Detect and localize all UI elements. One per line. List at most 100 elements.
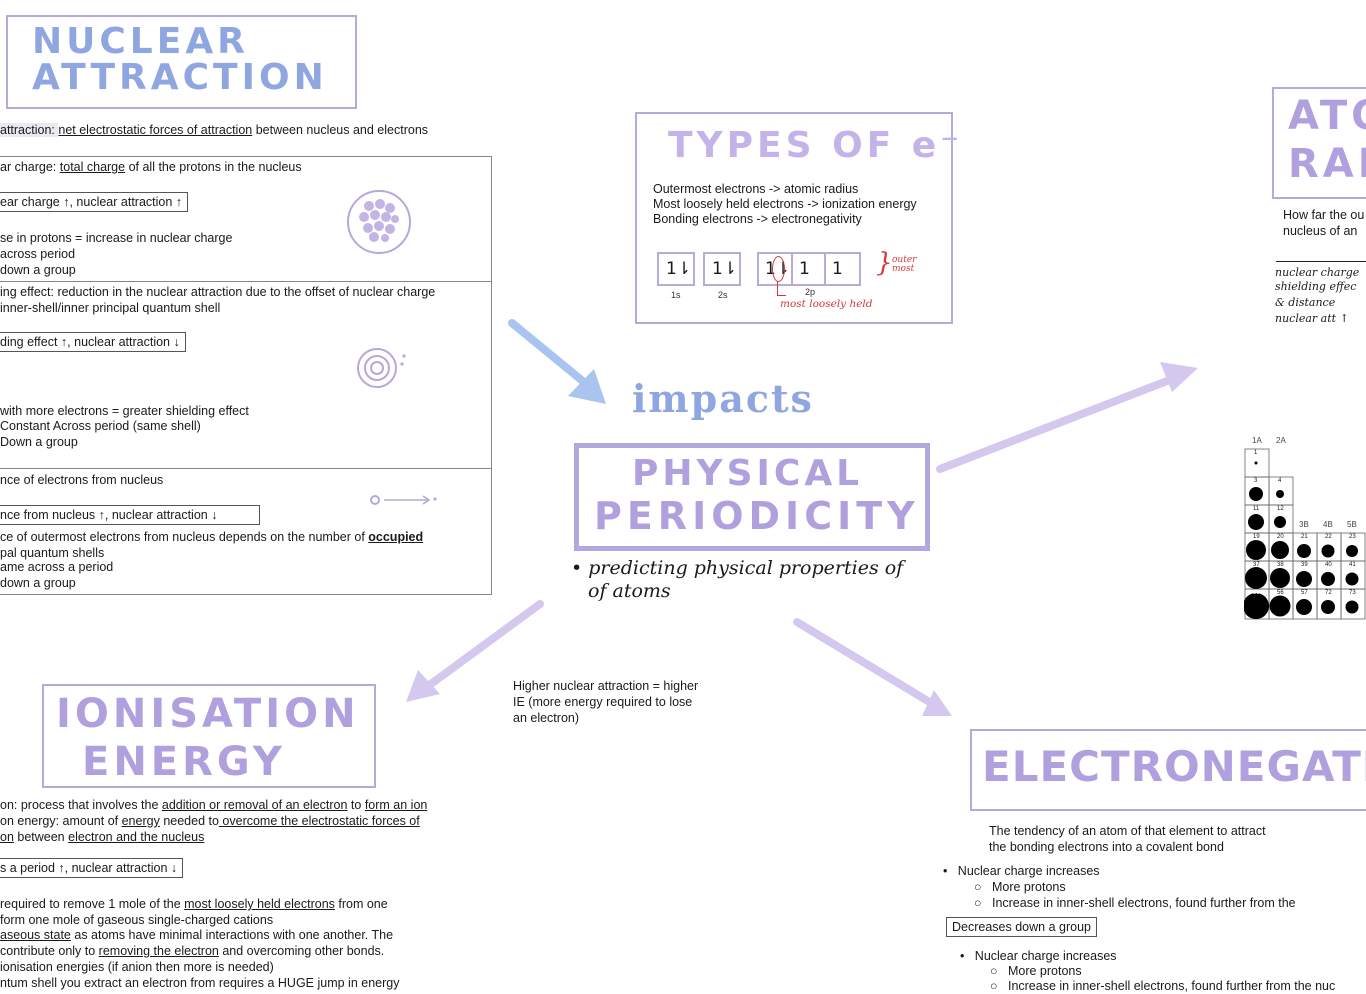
arrow-center-to-ionisation [406,600,544,702]
ionisation-title-line2: ENERGY [82,739,286,785]
radius-hand-arrow [1276,261,1366,262]
electroneg-def-line2: the bonding electrons into a covalent bo… [989,840,1224,854]
types-line3: Bonding electrons -> electronegativity [653,212,862,226]
ionisation-note-line3: an electron) [513,711,580,725]
radius-title-line1: ATO [1288,93,1366,139]
nuclear-title-line2: ATTRACTION [32,57,328,98]
types-line1: Outermost electrons -> atomic radius [653,182,859,196]
nucleus-sketch-icon [347,190,411,254]
cell-num-37: 37 [1253,562,1260,568]
ionisation-line4: required to remove 1 mole of the most lo… [0,897,388,911]
main-title-line1: PHYSICAL [632,453,864,494]
electroneg-bullet1b: ○ Increase in inner-shell electrons, fou… [974,896,1296,910]
electroneg-bullet2a: ○ More protons [990,964,1082,978]
cell-num-1: 1 [1254,450,1258,456]
shielding-line4: Constant Across period (same shell) [0,419,201,433]
distance-line2: ce of outermost electrons from nucleus d… [0,530,424,544]
cell-num-57: 57 [1301,590,1308,596]
electroneg-bullet1: • Nuclear charge increases [943,864,1100,878]
cell-num-19: 19 [1253,534,1260,540]
radius-hand-line4: nuclear att ↑ [1275,312,1349,325]
shells-sketch-icon [357,348,406,388]
outer-most-note: outer most [892,255,917,274]
nuclear-title-line1: NUCLEAR [32,21,249,62]
loosely-held-circle [772,256,785,282]
outer-most-brace: } [876,248,893,278]
radius-desc-line2: nucleus of an [1283,224,1358,238]
types-title: TYPES OF e⁻ [668,125,964,166]
radius-title-line2: RAD [1288,141,1366,187]
nuclear-definition: attraction: net electrostatic forces of … [0,123,429,137]
electroneg-bullet2: • Nuclear charge increases [960,949,1117,963]
distance-line4: ame across a period [0,560,114,574]
electroneg-bullet1a: ○ More protons [974,880,1066,894]
electroneg-def-line1: The tendency of an atom of that element … [989,824,1266,838]
nuclear-charge-line2: across period [0,247,76,261]
ionisation-title-line1: IONISATION [56,691,360,737]
ionisation-box: s a period ↑, nuclear attraction ↓ [0,858,184,878]
ionisation-line5: form one mole of gaseous single-charged … [0,913,274,927]
electroneg-box: Decreases down a group [946,917,1097,937]
electroneg-title: ELECTRONEGATIVI [982,742,1366,791]
shielding-line5: Down a group [0,435,78,449]
main-title-frame [574,443,930,551]
cell-num-55: 55 [1253,590,1260,596]
shielding-line2: inner-shell/inner principal quantum shel… [0,301,221,315]
cell-num-40: 40 [1325,562,1332,568]
ionisation-line1: on: process that involves the addition o… [0,798,428,812]
ionisation-line9: ntum shell you extract an electron from … [0,976,400,990]
distance-line5: down a group [0,576,76,590]
cell-num-4: 4 [1278,478,1282,484]
ionisation-line8: ionisation energies (if anion then more … [0,960,274,974]
cell-num-72: 72 [1325,590,1332,596]
ionisation-line6: aseous state as atoms have minimal inter… [0,928,394,942]
center-bullet: • predicting physical properties of [571,557,904,579]
periodic-cells [1244,448,1366,620]
cell-num-38: 38 [1277,562,1284,568]
distance-line1: nce of electrons from nucleus [0,473,164,487]
most-loosely-held-note: most loosely held [780,298,873,310]
nuclear-table [0,156,492,595]
label-2p: 2p [805,287,816,297]
orbital-2p-divider-2 [824,254,826,284]
arrow-center-to-electroneg [793,618,952,716]
nuclear-table-divider-2 [0,468,491,469]
orbital-2s: 1⇂ [703,252,741,286]
ionisation-line7: contribute only to removing the electron… [0,944,385,958]
group-label-1a: 1A [1252,436,1262,445]
cell-num-11: 11 [1253,506,1260,512]
nuclear-charge-line3: down a group [0,263,76,277]
center-bullet-cont: of atoms [588,580,671,602]
shielding-line1: ing effect: reduction in the nuclear att… [0,285,436,299]
cell-num-21: 21 [1301,534,1308,540]
nuclear-title-frame [6,15,357,109]
shielding-line3: with more electrons = greater shielding … [0,404,249,418]
cell-num-12: 12 [1277,506,1284,512]
orbital-1s: 1⇂ [657,252,695,286]
loosely-held-pointer [777,281,786,296]
ionisation-note-line2: IE (more energy required to lose [513,695,693,709]
nuclear-table-divider-1 [0,281,491,282]
arrow-types-to-center [508,319,606,404]
ionisation-line2: on energy: amount of energy needed to ov… [0,814,420,828]
cell-num-56: 56 [1277,590,1284,596]
group-label-3b: 3B [1299,520,1309,529]
group-label-2a: 2A [1276,436,1286,445]
ionisation-line3: on between electron and the nucleus [0,830,205,844]
types-line2: Most loosely held electrons -> ionizatio… [653,197,917,211]
ionisation-note-line1: Higher nuclear attraction = higher [513,679,699,693]
main-title-line2: PERIODICITY [594,494,920,538]
shielding-box: ding effect ↑, nuclear attraction ↓ [0,332,186,352]
radius-hand-line3: & distance [1275,296,1336,309]
cell-num-22: 22 [1325,534,1332,540]
cell-num-41: 41 [1349,562,1356,568]
arrow-center-to-radius [936,362,1198,473]
label-2s: 2s [718,290,728,300]
nuclear-charge-definition: ar charge: total charge of all the proto… [0,160,302,174]
cell-num-73: 73 [1349,590,1356,596]
distance-line3: pal quantum shells [0,546,105,560]
cell-num-39: 39 [1301,562,1308,568]
distance-box: nce from nucleus ↑, nuclear attraction ↓ [0,505,260,525]
nuclear-charge-line1: se in protons = increase in nuclear char… [0,231,233,245]
